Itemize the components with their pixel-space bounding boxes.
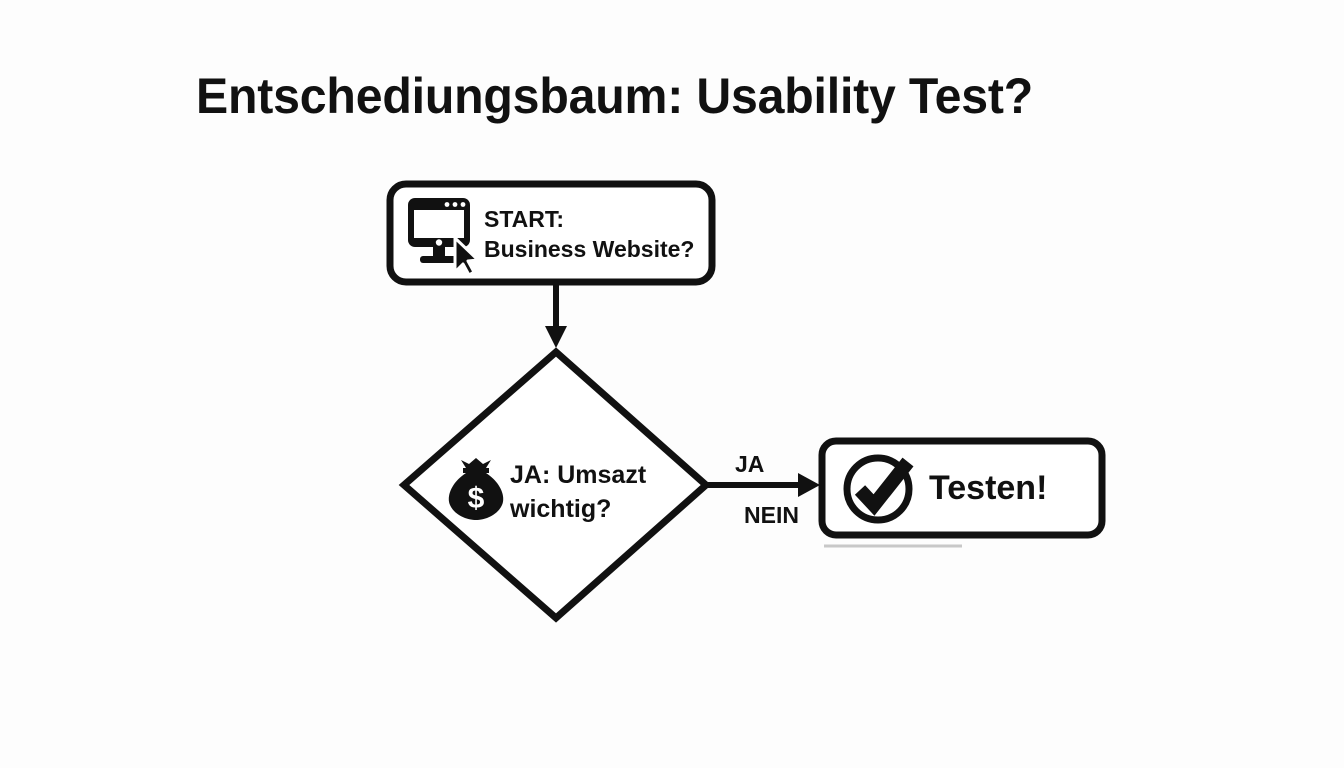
start-node-line2: Business Website? bbox=[484, 236, 695, 262]
page-title: Entschediungsbaum: Usability Test? bbox=[196, 68, 1034, 124]
svg-text:$: $ bbox=[468, 482, 485, 515]
decision-node-line1: JA: Umsazt bbox=[510, 461, 647, 489]
edge-start-to-decision bbox=[545, 282, 567, 348]
decision-node-diamond[interactable] bbox=[398, 347, 712, 623]
decision-node-label: JA: Umsazt wichtig? bbox=[510, 458, 646, 526]
edge-decision-to-result bbox=[706, 473, 820, 497]
start-node-label: START: Business Website? bbox=[484, 204, 694, 264]
check-circle-icon bbox=[843, 454, 914, 524]
edge-label-nein: NEIN bbox=[744, 502, 799, 528]
start-node-line1: START: bbox=[484, 206, 565, 232]
money-bag-dollar-icon: $ bbox=[448, 458, 504, 520]
desktop-monitor-cursor-icon bbox=[408, 198, 480, 277]
result-node-label: Testen! bbox=[929, 469, 1048, 507]
edge-label-ja: JA bbox=[735, 451, 765, 477]
decision-node-line2: wichtig? bbox=[510, 495, 612, 523]
